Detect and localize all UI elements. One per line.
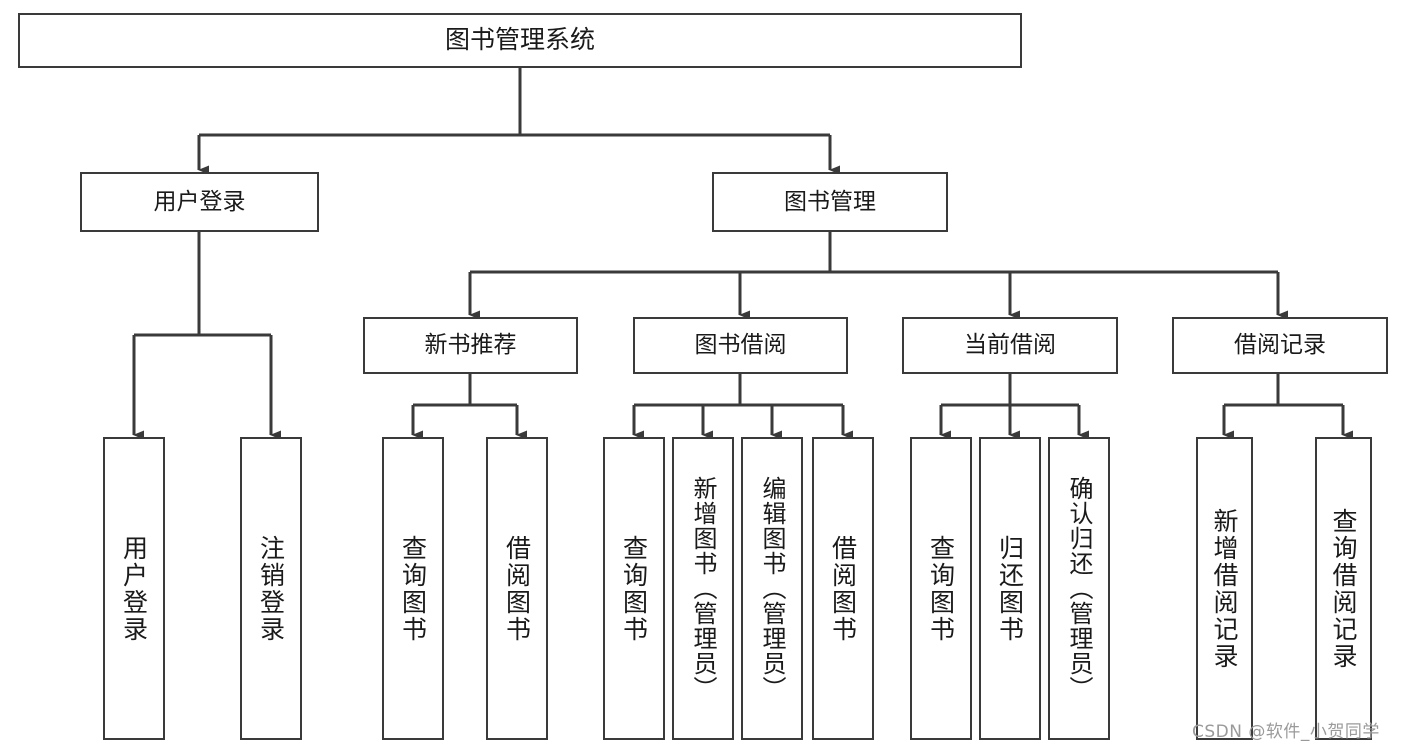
node-label: 用户登录	[119, 534, 149, 643]
node-label: 借阅图书	[502, 534, 532, 643]
node-label: 图书管理系统	[444, 25, 595, 55]
node-label: 注销登录	[256, 534, 286, 643]
node-label: 归还图书	[995, 534, 1025, 643]
leaf-user-login-login[interactable]: 用户登录	[103, 437, 165, 740]
node-borrow-record[interactable]: 借阅记录	[1172, 317, 1388, 374]
node-label: 借阅记录	[1234, 332, 1326, 359]
leaf-current-borrow-confirm-return[interactable]: 确认归还（管理员）	[1048, 437, 1110, 740]
leaf-current-borrow-query[interactable]: 查询图书	[910, 437, 972, 740]
node-current-borrow[interactable]: 当前借阅	[902, 317, 1118, 374]
node-label: 当前借阅	[964, 332, 1056, 359]
node-label: 图书管理	[784, 188, 876, 215]
leaf-book-borrow-edit[interactable]: 编辑图书（管理员）	[741, 437, 803, 740]
node-label: 图书借阅	[694, 332, 787, 359]
leaf-book-borrow-query[interactable]: 查询图书	[603, 437, 665, 740]
leaf-new-book-query[interactable]: 查询图书	[382, 437, 444, 740]
watermark: CSDN @软件_小贺同学	[1192, 722, 1380, 742]
leaf-current-borrow-return[interactable]: 归还图书	[979, 437, 1041, 740]
node-new-book-recommend[interactable]: 新书推荐	[363, 317, 578, 374]
leaf-book-borrow-borrow[interactable]: 借阅图书	[812, 437, 874, 740]
node-label: 新书推荐	[424, 332, 517, 359]
node-label: 查询图书	[619, 534, 649, 643]
node-label: 查询图书	[926, 534, 956, 643]
node-book-management[interactable]: 图书管理	[712, 172, 948, 232]
node-label: 查询借阅记录	[1329, 507, 1358, 670]
node-label: 编辑图书（管理员）	[758, 476, 786, 701]
leaf-borrow-record-query[interactable]: 查询借阅记录	[1315, 437, 1372, 740]
node-label: 查询图书	[398, 534, 428, 643]
node-label: 新增借阅记录	[1210, 507, 1239, 670]
leaf-new-book-borrow[interactable]: 借阅图书	[486, 437, 548, 740]
leaf-user-login-logout[interactable]: 注销登录	[240, 437, 302, 740]
node-user-login[interactable]: 用户登录	[80, 172, 319, 232]
node-label: 借阅图书	[828, 534, 858, 643]
leaf-book-borrow-add[interactable]: 新增图书（管理员）	[672, 437, 734, 740]
node-label: 确认归还（管理员）	[1065, 476, 1093, 701]
leaf-borrow-record-add[interactable]: 新增借阅记录	[1196, 437, 1253, 740]
node-root-system[interactable]: 图书管理系统	[18, 13, 1022, 68]
node-label: 新增图书（管理员）	[689, 476, 717, 701]
node-book-borrow[interactable]: 图书借阅	[633, 317, 848, 374]
node-label: 用户登录	[153, 188, 246, 215]
